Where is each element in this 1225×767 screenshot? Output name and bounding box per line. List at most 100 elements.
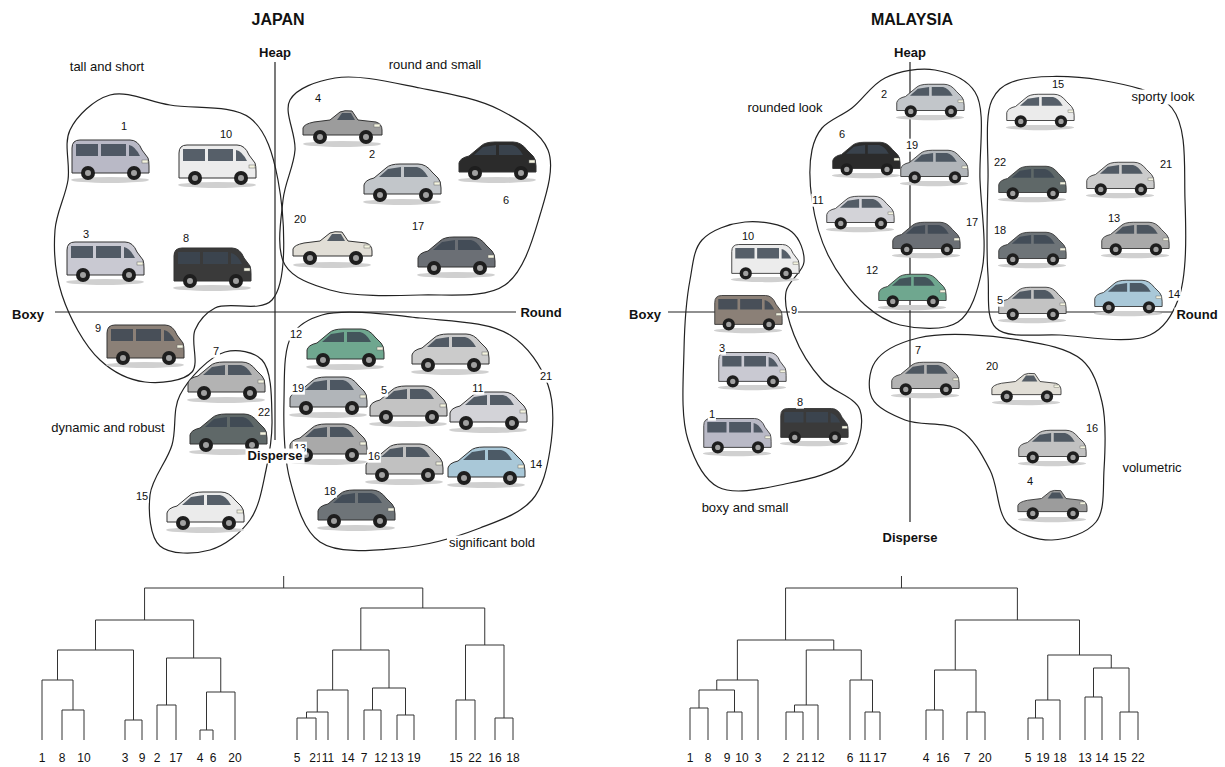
- cluster-region: tall and short110389: [49, 89, 284, 388]
- car-photo: 11: [446, 386, 530, 434]
- car-illustration: [360, 158, 444, 206]
- car-photo: 9: [711, 292, 785, 334]
- car-illustration: [63, 238, 147, 286]
- leaf-label: 17: [167, 752, 184, 766]
- panel-title: JAPAN: [249, 11, 306, 29]
- leaf-label: 8: [703, 752, 714, 766]
- car-illustration: [290, 221, 374, 269]
- leaf-label: 16: [486, 752, 503, 766]
- car-photo: 8: [170, 244, 254, 292]
- car-number: 11: [811, 194, 824, 207]
- car-illustration: [366, 380, 450, 428]
- car-illustration: [1015, 425, 1089, 467]
- car-photo: 17: [889, 217, 963, 259]
- car-number: 4: [1026, 475, 1034, 488]
- car-number: 6: [838, 128, 846, 141]
- car-photo: 6: [829, 137, 903, 179]
- leaf-label: 10: [75, 752, 92, 766]
- leaf-label: 17: [871, 752, 888, 766]
- car-number: 3: [82, 228, 90, 241]
- car-illustration: [777, 405, 851, 447]
- leaf-label: 7: [359, 752, 370, 766]
- cluster-label: tall and short: [68, 60, 146, 75]
- car-illustration: [728, 241, 802, 283]
- cluster-label: round and small: [387, 58, 484, 73]
- car-illustration: [1003, 89, 1077, 131]
- car-photo: 5: [366, 380, 450, 428]
- car-photo: 8: [777, 405, 851, 447]
- car-number: 18: [323, 485, 337, 498]
- car-number: 17: [965, 216, 979, 229]
- cluster-label: rounded look: [745, 101, 824, 116]
- car-photo: 4: [1015, 481, 1089, 523]
- car-photo: 18: [995, 227, 1069, 269]
- axis-label: Boxy: [627, 308, 663, 323]
- car-illustration: [875, 269, 949, 311]
- cluster-region: round and small4622017: [277, 72, 554, 301]
- axis-label: Heap: [892, 46, 928, 61]
- car-number: 3: [718, 342, 726, 355]
- axis-label: Round: [1174, 308, 1219, 323]
- axis-label: Round: [518, 306, 563, 321]
- leaf-label: 6: [208, 752, 219, 766]
- panel-title: MALAYSIA: [869, 11, 955, 29]
- cluster-label: boxy and small: [700, 501, 791, 516]
- cluster-region: significant bold12211951113161418: [278, 309, 556, 554]
- car-number: 14: [1167, 288, 1181, 301]
- leaf-label: 2: [152, 752, 163, 766]
- leaf-label: 15: [1111, 752, 1128, 766]
- leaf-label: 18: [504, 752, 521, 766]
- leaf-label: 7: [962, 752, 973, 766]
- car-photo: 20: [989, 364, 1063, 406]
- car-illustration: [829, 137, 903, 179]
- car-illustration: [163, 486, 247, 534]
- car-number: 16: [367, 450, 381, 463]
- car-photo: 16: [362, 438, 446, 486]
- car-illustration: [700, 415, 774, 457]
- leaf-label: 14: [339, 752, 356, 766]
- car-illustration: [184, 356, 268, 404]
- axis-label: Disperse: [881, 531, 940, 546]
- leaf-label: 20: [976, 752, 993, 766]
- leaf-label: 2: [781, 752, 792, 766]
- car-photo: 7: [888, 357, 962, 399]
- car-number: 17: [411, 220, 425, 233]
- car-number: 9: [790, 304, 798, 317]
- car-number: 5: [996, 294, 1004, 307]
- car-illustration: [823, 191, 897, 233]
- car-number: 22: [257, 406, 271, 419]
- leaf-label: 13: [388, 752, 405, 766]
- car-photo: 20: [290, 221, 374, 269]
- car-illustration: [170, 244, 254, 292]
- car-number: 12: [865, 264, 879, 277]
- leaf-label: 20: [226, 752, 243, 766]
- car-photo: 2: [360, 158, 444, 206]
- car-number: 12: [289, 328, 303, 341]
- car-illustration: [444, 441, 528, 489]
- car-photo: 12: [303, 323, 387, 371]
- leaf-label: 16: [934, 752, 951, 766]
- car-number: 21: [1159, 158, 1173, 171]
- car-number: 19: [291, 382, 305, 395]
- car-number: 20: [293, 213, 307, 226]
- leaf-label: 4: [195, 752, 206, 766]
- car-number: 10: [741, 230, 755, 243]
- leaf-label: 5: [292, 752, 303, 766]
- axis-label: Heap: [257, 46, 293, 61]
- car-illustration: [300, 100, 384, 148]
- car-illustration: [715, 349, 789, 391]
- dendrogram: [42, 576, 1138, 740]
- car-photo: 1: [68, 136, 152, 184]
- cluster-region: boxy and small109318: [678, 216, 866, 493]
- car-number: 1: [708, 408, 716, 421]
- car-illustration: [446, 386, 530, 434]
- car-number: 19: [905, 139, 919, 152]
- leaf-label: 9: [722, 752, 733, 766]
- car-number: 9: [94, 322, 102, 335]
- leaf-label: 12: [372, 752, 389, 766]
- leaf-label: 10: [733, 752, 750, 766]
- car-number: 7: [212, 345, 220, 358]
- car-illustration: [888, 357, 962, 399]
- leaf-label: 11: [320, 752, 336, 766]
- leaf-label: 22: [466, 752, 483, 766]
